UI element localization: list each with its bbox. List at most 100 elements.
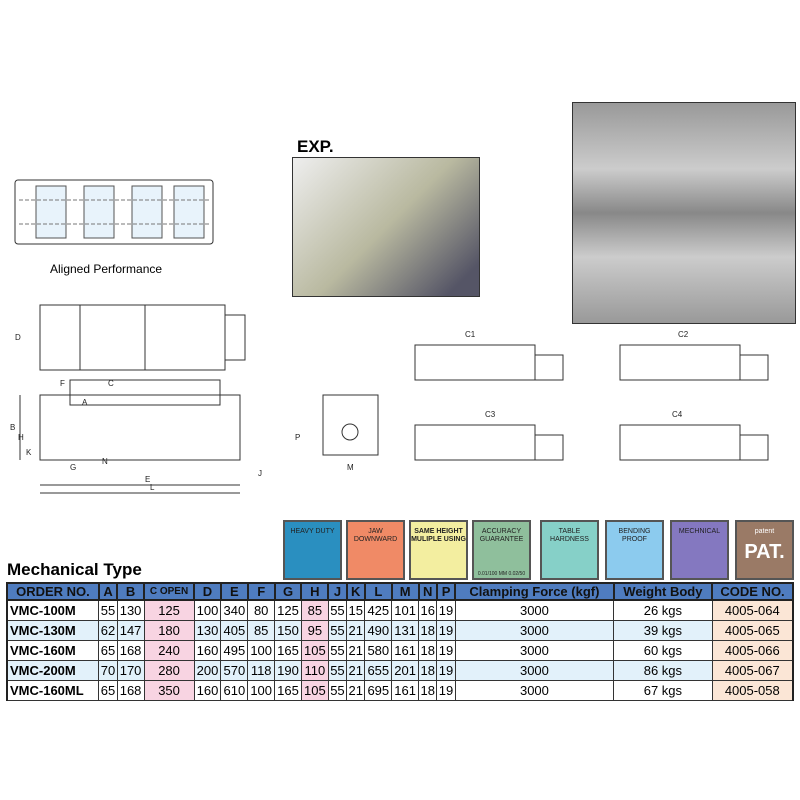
svg-text:F: F [60, 379, 65, 388]
table-cell: 80 [247, 599, 276, 621]
order-no-cell: VMC-200M [6, 660, 100, 681]
column-header: CODE NO. [711, 582, 794, 601]
table-cell: 18 [418, 680, 438, 701]
column-header: J [327, 582, 348, 601]
table-cell: 21 [346, 640, 366, 661]
table-cell: 150 [274, 620, 302, 641]
table-cell: 350 [143, 680, 195, 701]
table-cell: 240 [143, 640, 195, 661]
table-cell: 65 [98, 680, 118, 701]
table-cell: 39 kgs [613, 620, 713, 641]
aligned-performance-drawing [14, 179, 214, 245]
table-cell: 168 [116, 640, 145, 661]
table-cell: 55 [327, 599, 348, 621]
badge-heavy-duty: HEAVY DUTY [283, 520, 342, 580]
table-cell: 21 [346, 660, 366, 681]
svg-text:E: E [145, 475, 150, 484]
badge-table-hardness: TABLE HARDNESS [540, 520, 599, 580]
table-cell: 3000 [454, 640, 615, 661]
svg-text:G: G [70, 463, 76, 472]
column-header: C OPEN [142, 582, 196, 601]
svg-text:M: M [347, 463, 354, 472]
aligned-performance-caption: Aligned Performance [50, 262, 163, 276]
column-header: N [417, 582, 438, 601]
column-header: ORDER NO. [6, 582, 100, 601]
table-cell: 495 [220, 640, 249, 661]
svg-text:D: D [15, 333, 21, 342]
table-cell: 21 [346, 680, 366, 701]
table-cell: 110 [300, 660, 329, 681]
table-cell: 160 [193, 640, 222, 661]
badge-jaw-downward: JAW DOWNWARD [346, 520, 405, 580]
table-cell: 655 [364, 660, 393, 681]
column-header: M [390, 582, 420, 601]
badge-accuracy-sub2: 0.02/50 [508, 571, 526, 577]
table-cell: 280 [143, 660, 195, 681]
table-cell: 340 [220, 599, 249, 621]
column-header: H [300, 582, 330, 601]
table-cell: 695 [364, 680, 393, 701]
table-cell: 200 [193, 660, 222, 681]
table-cell: 4005-067 [711, 660, 794, 681]
table-cell: 18 [418, 640, 438, 661]
table-cell: 55 [327, 640, 348, 661]
table-cell: 3000 [454, 680, 615, 701]
table-cell: 86 kgs [613, 660, 713, 681]
table-cell: 131 [391, 620, 420, 641]
table-cell: 405 [220, 620, 249, 641]
table-cell: 4005-064 [711, 599, 794, 621]
table-cell: 130 [193, 620, 222, 641]
svg-text:A: A [82, 398, 88, 407]
table-cell: 21 [346, 620, 366, 641]
table-cell: 105 [300, 640, 329, 661]
svg-text:B: B [10, 423, 15, 432]
table-cell: 570 [220, 660, 249, 681]
badge-mechanical: MECHNICAL [670, 520, 729, 580]
column-header: D [193, 582, 222, 601]
table-cell: 190 [274, 660, 302, 681]
table-cell: 3000 [454, 599, 615, 621]
table-cell: 105 [300, 680, 329, 701]
svg-text:C4: C4 [672, 410, 683, 419]
table-cell: 19 [436, 599, 456, 621]
table-cell: 55 [327, 660, 348, 681]
table-cell: 101 [391, 599, 420, 621]
table-cell: 85 [247, 620, 276, 641]
svg-text:C: C [108, 379, 114, 388]
table-cell: 67 kgs [613, 680, 713, 701]
svg-text:P: P [295, 433, 300, 442]
exp-label: EXP. [297, 137, 334, 156]
table-cell: 16 [418, 599, 438, 621]
table-cell: 3000 [454, 660, 615, 681]
table-cell: 170 [116, 660, 145, 681]
table-cell: 130 [116, 599, 145, 621]
table-cell: 580 [364, 640, 393, 661]
svg-text:N: N [102, 457, 108, 466]
order-no-cell: VMC-160ML [6, 680, 100, 701]
svg-text:L: L [150, 483, 155, 492]
badge-patent-big: PAT. [744, 541, 785, 563]
column-header: K [345, 582, 366, 601]
section-title: Mechanical Type [7, 560, 142, 579]
table-cell: 26 kgs [613, 599, 713, 621]
svg-text:C1: C1 [465, 330, 476, 339]
table-cell: 147 [116, 620, 145, 641]
svg-text:K: K [26, 448, 32, 457]
order-no-cell: VMC-100M [6, 599, 100, 621]
table-cell: 125 [274, 599, 302, 621]
table-cell: 15 [346, 599, 366, 621]
table-cell: 161 [391, 640, 420, 661]
table-cell: 100 [247, 680, 276, 701]
svg-text:C3: C3 [485, 410, 496, 419]
front-view-drawing: M [322, 394, 379, 472]
column-header: F [246, 582, 276, 601]
